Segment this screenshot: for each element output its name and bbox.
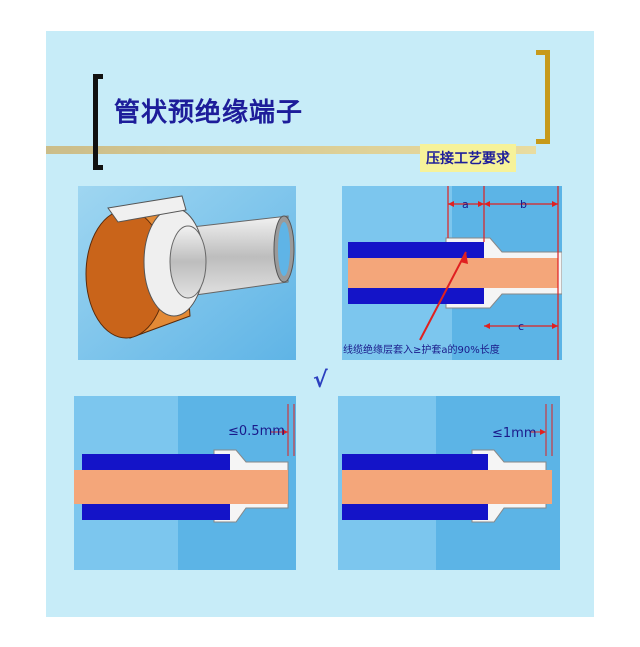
- dimension-panel: a b c: [342, 186, 562, 360]
- gap-1-panel: [338, 396, 560, 570]
- left-bracket: [93, 74, 103, 170]
- dim-c-label: c: [518, 320, 524, 333]
- gap-05-panel: [74, 396, 296, 570]
- terminal-3d-illustration: [78, 186, 296, 360]
- gap-05-diagram: [74, 396, 296, 570]
- gap-1-label: ≤1mm: [492, 426, 537, 441]
- gap-05-label: ≤0.5mm: [228, 424, 285, 439]
- page-title: 管状预绝缘端子: [114, 98, 304, 128]
- insertion-note: 线缆绝缘层套入≥护套a的90%长度: [343, 345, 500, 356]
- right-bracket: [536, 50, 550, 144]
- check-mark: √: [313, 368, 328, 393]
- dim-b-label: b: [520, 198, 527, 211]
- title-underline: [46, 146, 536, 154]
- gap-1-diagram: [338, 396, 560, 570]
- dimension-diagram: a b c: [342, 186, 562, 360]
- section-badge: 压接工艺要求: [420, 144, 516, 172]
- terminal-3d-panel: [78, 186, 296, 360]
- dim-a-label: a: [462, 198, 469, 211]
